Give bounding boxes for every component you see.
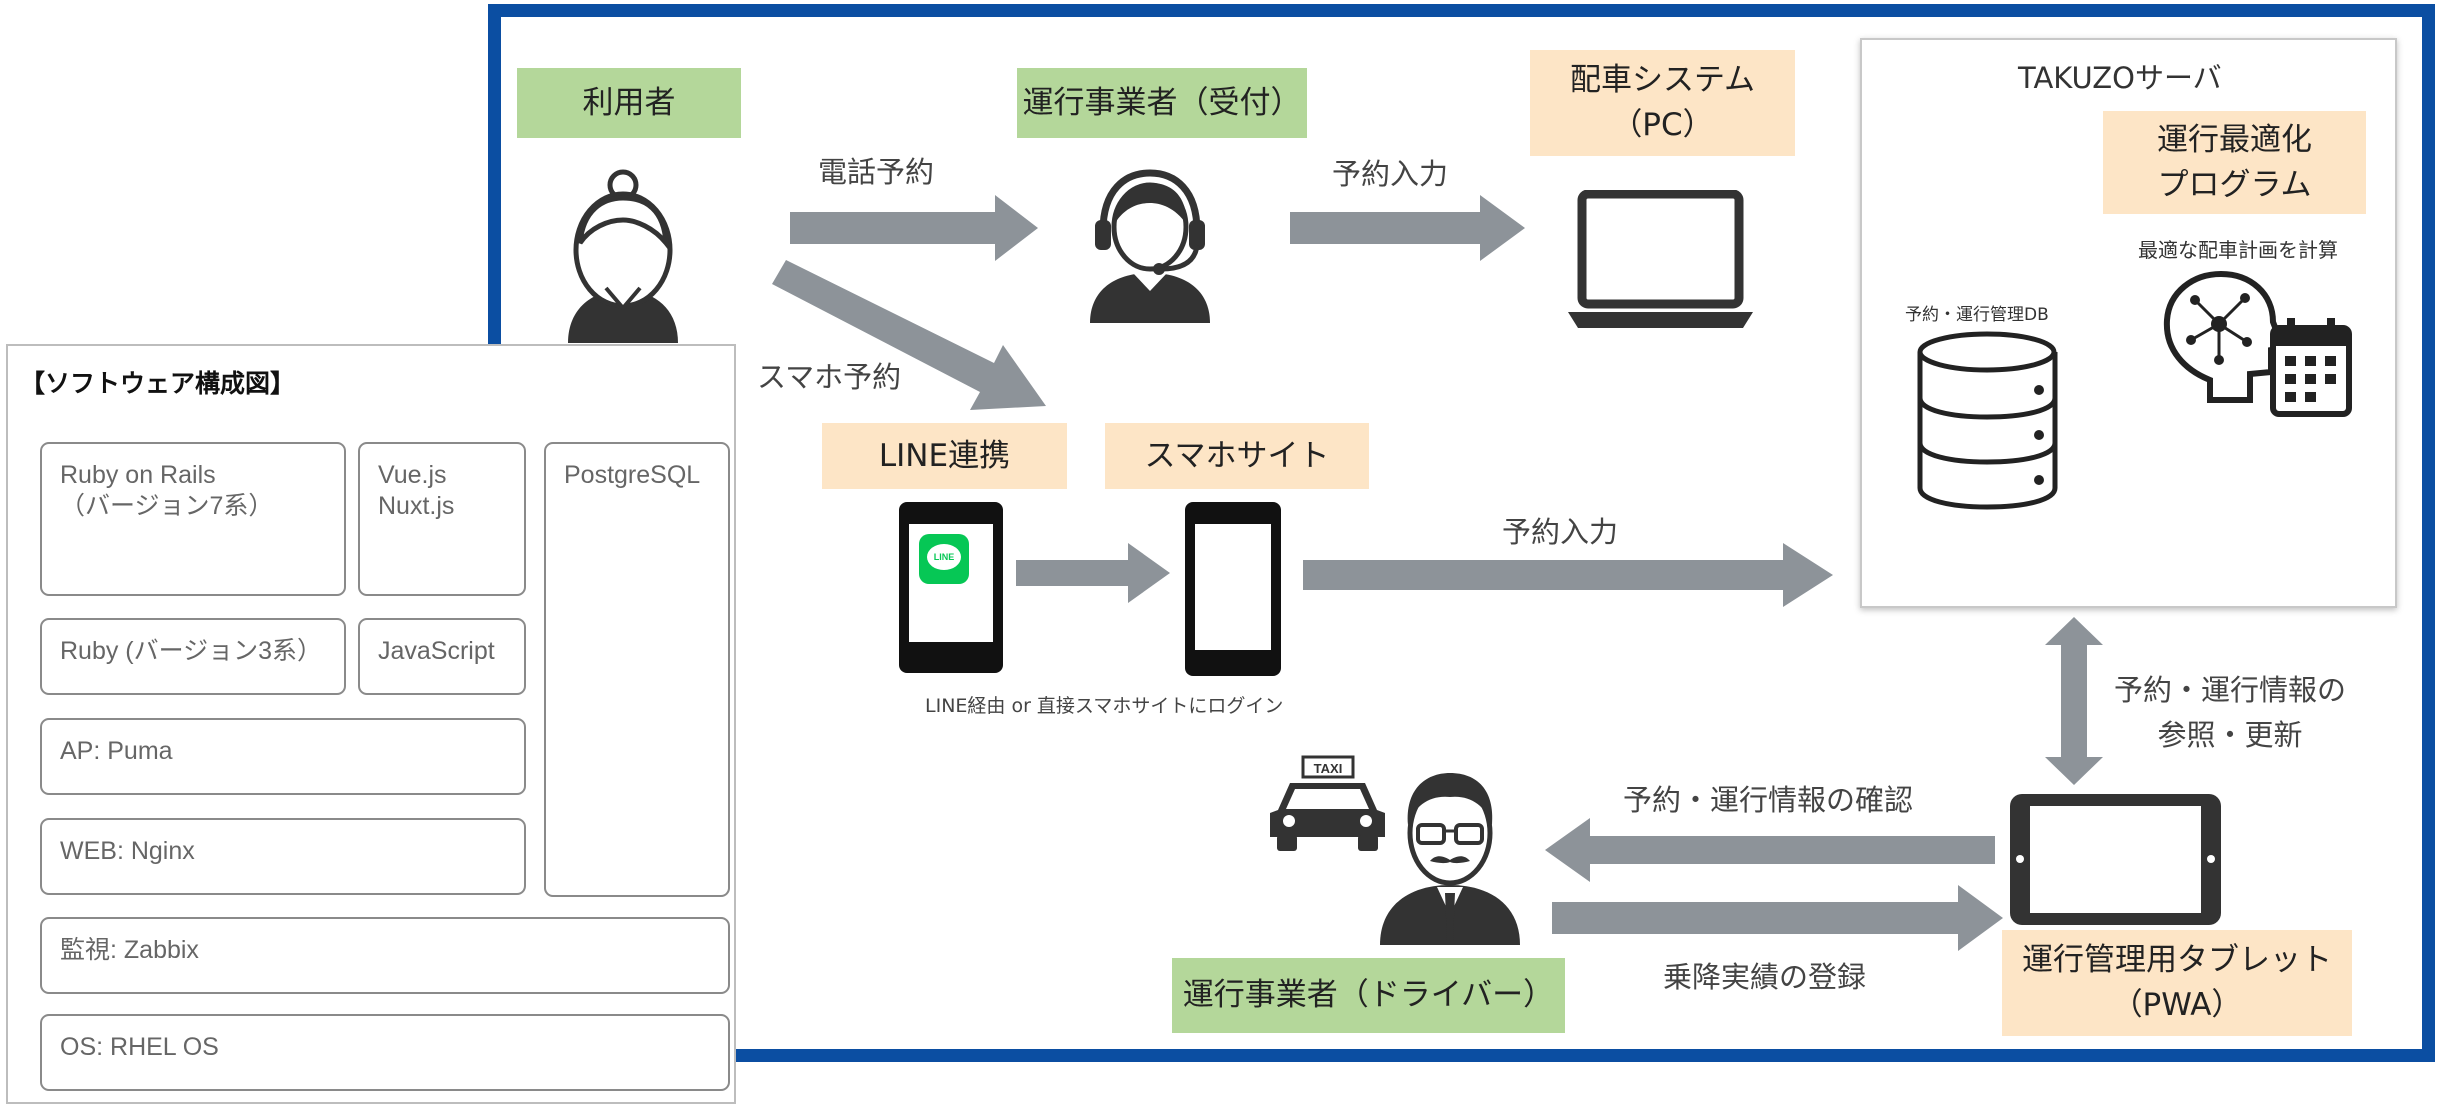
ai-brain-calendar-icon [2163, 270, 2352, 417]
smartphone-icon [1185, 502, 1281, 676]
arrow-confirm [1545, 818, 1995, 882]
arrow-reference-update [2045, 617, 2103, 785]
database-icon [1917, 331, 2058, 510]
optimization-program-label: 運行最適化 プログラム [2103, 111, 2366, 214]
tablet-icon [2010, 794, 2221, 925]
server-title: TAKUZOサーバ [2018, 61, 2222, 95]
taxi-sign-text: TAXI [1314, 761, 1343, 776]
elderly-user-icon [568, 169, 678, 343]
db-caption: 予約・運行管理DB [1905, 305, 2049, 325]
software-composition-panel: 【ソフトウェア構成図】 Ruby on Rails （バージョン7系） Vue.… [6, 344, 736, 1104]
input-reception-caption: 予約入力 [1332, 157, 1449, 191]
javascript-box: JavaScript [358, 618, 526, 695]
arrow-line-to-site [1016, 543, 1170, 603]
driver-label: 運行事業者（ドライバー） [1172, 958, 1565, 1033]
tablet-label: 運行管理用タブレット （PWA） [2002, 930, 2352, 1036]
taxi-icon: TAXI [1270, 755, 1385, 851]
arrow-phone-reservation [790, 195, 1038, 261]
arrow-smartphone-reservation [772, 260, 1046, 410]
line-badge-text: LINE [934, 552, 955, 562]
monitoring-zabbix-box: 監視: Zabbix [40, 917, 730, 994]
driver-icon [1380, 773, 1520, 945]
register-caption: 乗降実績の登録 [1663, 960, 1867, 994]
confirm-caption: 予約・運行情報の確認 [1623, 783, 1914, 817]
smartphone-reservation-caption: スマホ予約 [757, 360, 902, 394]
smartphone-site-label: スマホサイト [1105, 423, 1369, 489]
ap-puma-box: AP: Puma [40, 718, 526, 795]
web-nginx-box: WEB: Nginx [40, 818, 526, 895]
software-panel-title: 【ソフトウェア構成図】 [20, 369, 296, 398]
login-note: LINE経由 or 直接スマホサイトにログイン [925, 695, 1284, 717]
phone-reservation-caption: 電話予約 [818, 155, 935, 189]
operator-headset-icon [1090, 169, 1210, 323]
user-label: 利用者 [517, 68, 741, 138]
postgresql-box: PostgreSQL [544, 442, 730, 897]
laptop-icon [1568, 190, 1753, 328]
arrow-input-site [1303, 543, 1833, 607]
arrow-register [1552, 885, 2003, 951]
line-phone-icon: LINE [899, 502, 1003, 673]
line-integration-label: LINE連携 [822, 423, 1067, 489]
rails-box: Ruby on Rails （バージョン7系） [40, 442, 346, 596]
program-caption: 最適な配車計画を計算 [2138, 238, 2338, 262]
dispatch-system-label: 配車システム （PC） [1530, 50, 1795, 156]
ruby-box: Ruby (バージョン3系） [40, 618, 346, 695]
reference-update-caption: 予約・運行情報の 参照・更新 [2114, 673, 2347, 752]
vue-nuxt-box: Vue.js Nuxt.js [358, 442, 526, 596]
os-rhel-box: OS: RHEL OS [40, 1014, 730, 1091]
arrow-input-reception [1290, 195, 1525, 261]
reception-label: 運行事業者（受付） [1017, 68, 1307, 138]
input-site-caption: 予約入力 [1502, 515, 1619, 549]
